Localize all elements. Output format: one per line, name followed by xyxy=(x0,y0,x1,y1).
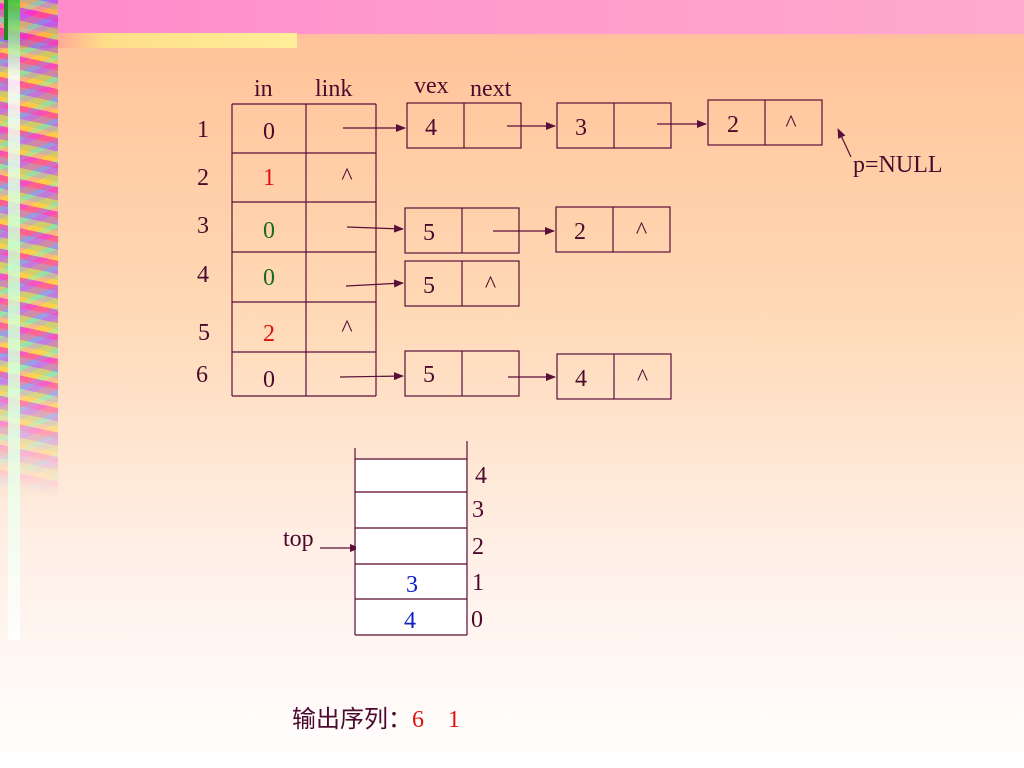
header-vex: vex xyxy=(414,73,449,99)
list-node-vex: 4 xyxy=(575,366,587,392)
output-value: 6 xyxy=(412,707,424,733)
list-node-vex: 4 xyxy=(425,115,437,141)
list-node-vex: 5 xyxy=(423,220,435,246)
row-index: 4 xyxy=(197,262,209,288)
stack-slot-value: 3 xyxy=(406,572,418,598)
sidebar-light-stripe xyxy=(8,0,20,640)
list-node-next: ^ xyxy=(635,218,648,244)
stack-grid xyxy=(354,441,468,636)
header-in: in xyxy=(254,76,273,102)
link-cell: ^ xyxy=(341,316,353,342)
row-index: 1 xyxy=(197,117,209,143)
in-degree-cell: 0 xyxy=(263,119,275,145)
stack-top-label: top xyxy=(283,526,314,552)
stack-index: 4 xyxy=(475,463,487,489)
slide-top-strip xyxy=(0,33,297,48)
slide-top-bar xyxy=(0,0,1024,34)
in-degree-cell: 1 xyxy=(263,165,275,191)
output-label: 输出序列： xyxy=(292,707,412,733)
in-degree-cell: 0 xyxy=(263,265,275,291)
row-index: 3 xyxy=(197,213,209,239)
list-node-vex: 3 xyxy=(575,115,587,141)
vertex-table-grid xyxy=(231,103,377,397)
output-value: 1 xyxy=(448,707,460,733)
pointer-arrows xyxy=(320,120,852,552)
stack-index: 1 xyxy=(472,570,484,596)
pointer-note: p=NULL xyxy=(853,152,943,178)
list-node-vex: 2 xyxy=(574,219,586,245)
stack-slot-fills xyxy=(356,460,466,634)
header-next: next xyxy=(470,76,512,102)
stack-index: 0 xyxy=(471,607,483,633)
in-degree-cell: 0 xyxy=(263,367,275,393)
row-index: 2 xyxy=(197,165,209,191)
sidebar-dark-mark xyxy=(4,0,8,40)
list-node-boxes xyxy=(404,99,823,400)
list-node-next: ^ xyxy=(636,365,649,391)
stack-slot-value: 4 xyxy=(404,608,416,634)
header-link: link xyxy=(315,76,353,102)
list-node-vex: 2 xyxy=(727,112,739,138)
row-index: 6 xyxy=(196,362,208,388)
row-index: 5 xyxy=(198,320,210,346)
list-node-vex: 5 xyxy=(423,362,435,388)
list-node-next: ^ xyxy=(785,111,797,137)
in-degree-cell: 0 xyxy=(263,218,275,244)
link-cell: ^ xyxy=(341,164,353,190)
in-degree-cell: 2 xyxy=(263,321,275,347)
stack-index: 3 xyxy=(472,497,484,523)
list-node-vex: 5 xyxy=(423,273,435,299)
list-node-next: ^ xyxy=(484,272,497,298)
stack-index: 2 xyxy=(472,534,484,560)
